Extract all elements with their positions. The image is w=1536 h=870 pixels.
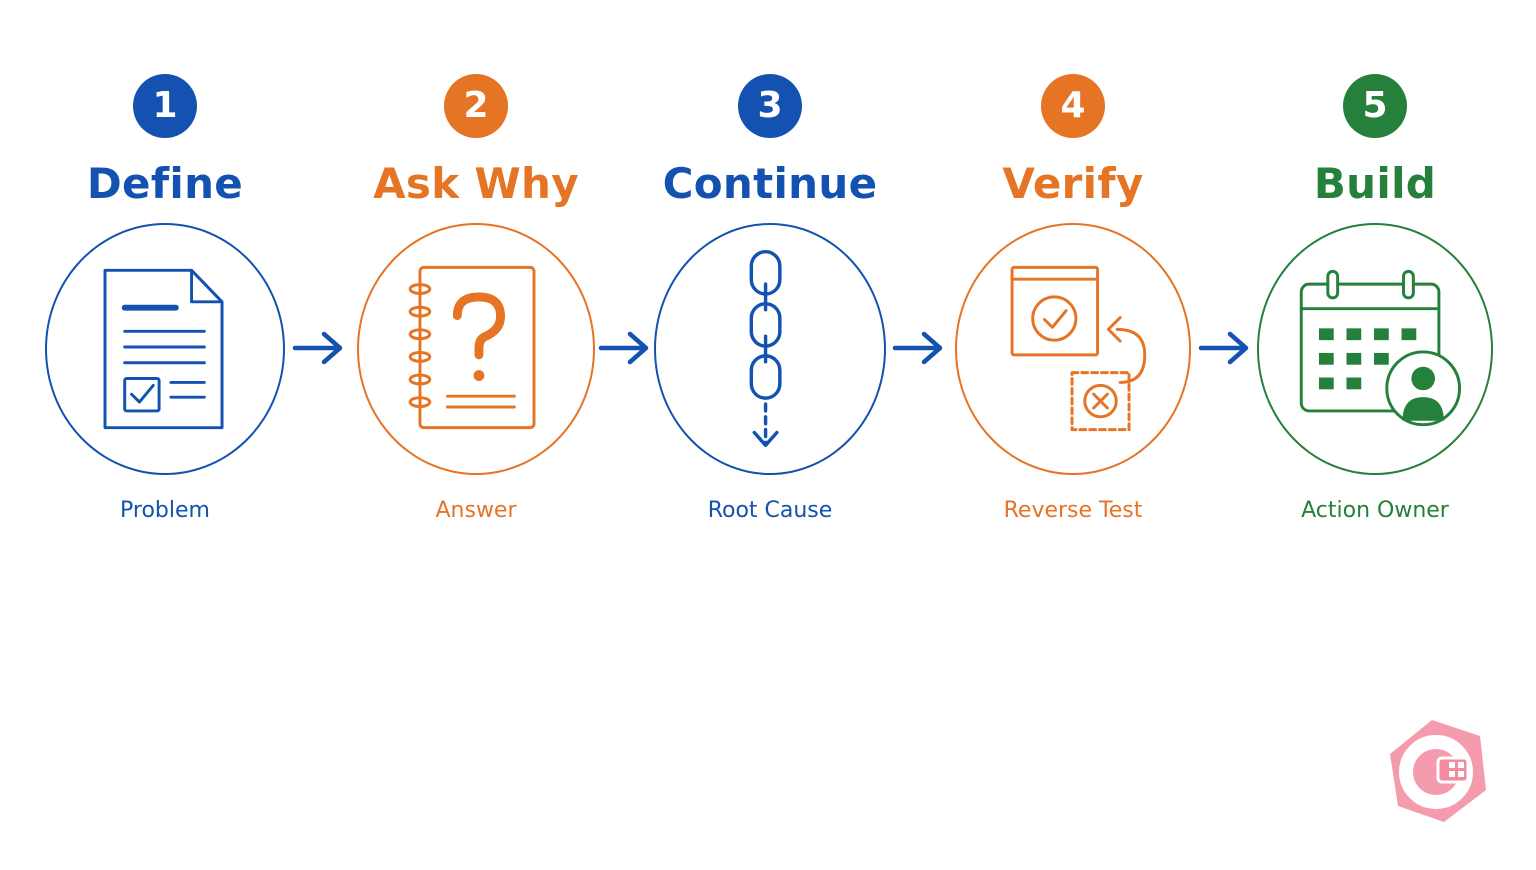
arrow-right-icon xyxy=(1198,331,1249,365)
step-title: Define xyxy=(86,159,244,208)
step-title: Build xyxy=(1313,159,1437,208)
step-ask-why: 2 Ask Why Answer xyxy=(326,0,626,560)
step-icon-ring xyxy=(654,223,886,475)
arrow-right-icon xyxy=(598,331,649,365)
brand-logo-icon xyxy=(1390,720,1486,822)
step-number-badge: 3 xyxy=(738,74,802,138)
step-label: Action Owner xyxy=(1301,498,1449,523)
step-icon-ring xyxy=(45,223,285,475)
step-label: Reverse Test xyxy=(1003,498,1143,523)
chain-link-icon xyxy=(749,249,782,448)
step-icon-ring xyxy=(357,223,595,475)
step-number-badge: 1 xyxy=(133,74,197,138)
step-number-badge: 4 xyxy=(1041,74,1105,138)
step-label: Problem xyxy=(120,498,210,523)
calendar-owner-icon xyxy=(1299,269,1462,427)
step-continue: 3 Continue Root Cause xyxy=(620,0,920,560)
step-title: Continue xyxy=(662,159,878,208)
reverse-test-icon xyxy=(1010,265,1147,432)
document-checklist-icon xyxy=(103,268,224,430)
step-title: Ask Why xyxy=(373,159,579,208)
arrow-right-icon xyxy=(292,331,343,365)
step-title: Verify xyxy=(1002,159,1144,208)
step-icon-ring xyxy=(1257,223,1493,475)
step-number-badge: 5 xyxy=(1343,74,1407,138)
step-verify: 4 Verify Reverse Test xyxy=(923,0,1223,560)
step-label: Answer xyxy=(435,498,517,523)
step-build: 5 Build Action Owner xyxy=(1225,0,1525,560)
notebook-question-icon xyxy=(408,265,536,430)
step-define: 1 Define Problem xyxy=(15,0,315,560)
step-label: Root Cause xyxy=(707,498,833,523)
arrow-right-icon xyxy=(892,331,943,365)
step-icon-ring xyxy=(955,223,1191,475)
step-number-badge: 2 xyxy=(444,74,508,138)
